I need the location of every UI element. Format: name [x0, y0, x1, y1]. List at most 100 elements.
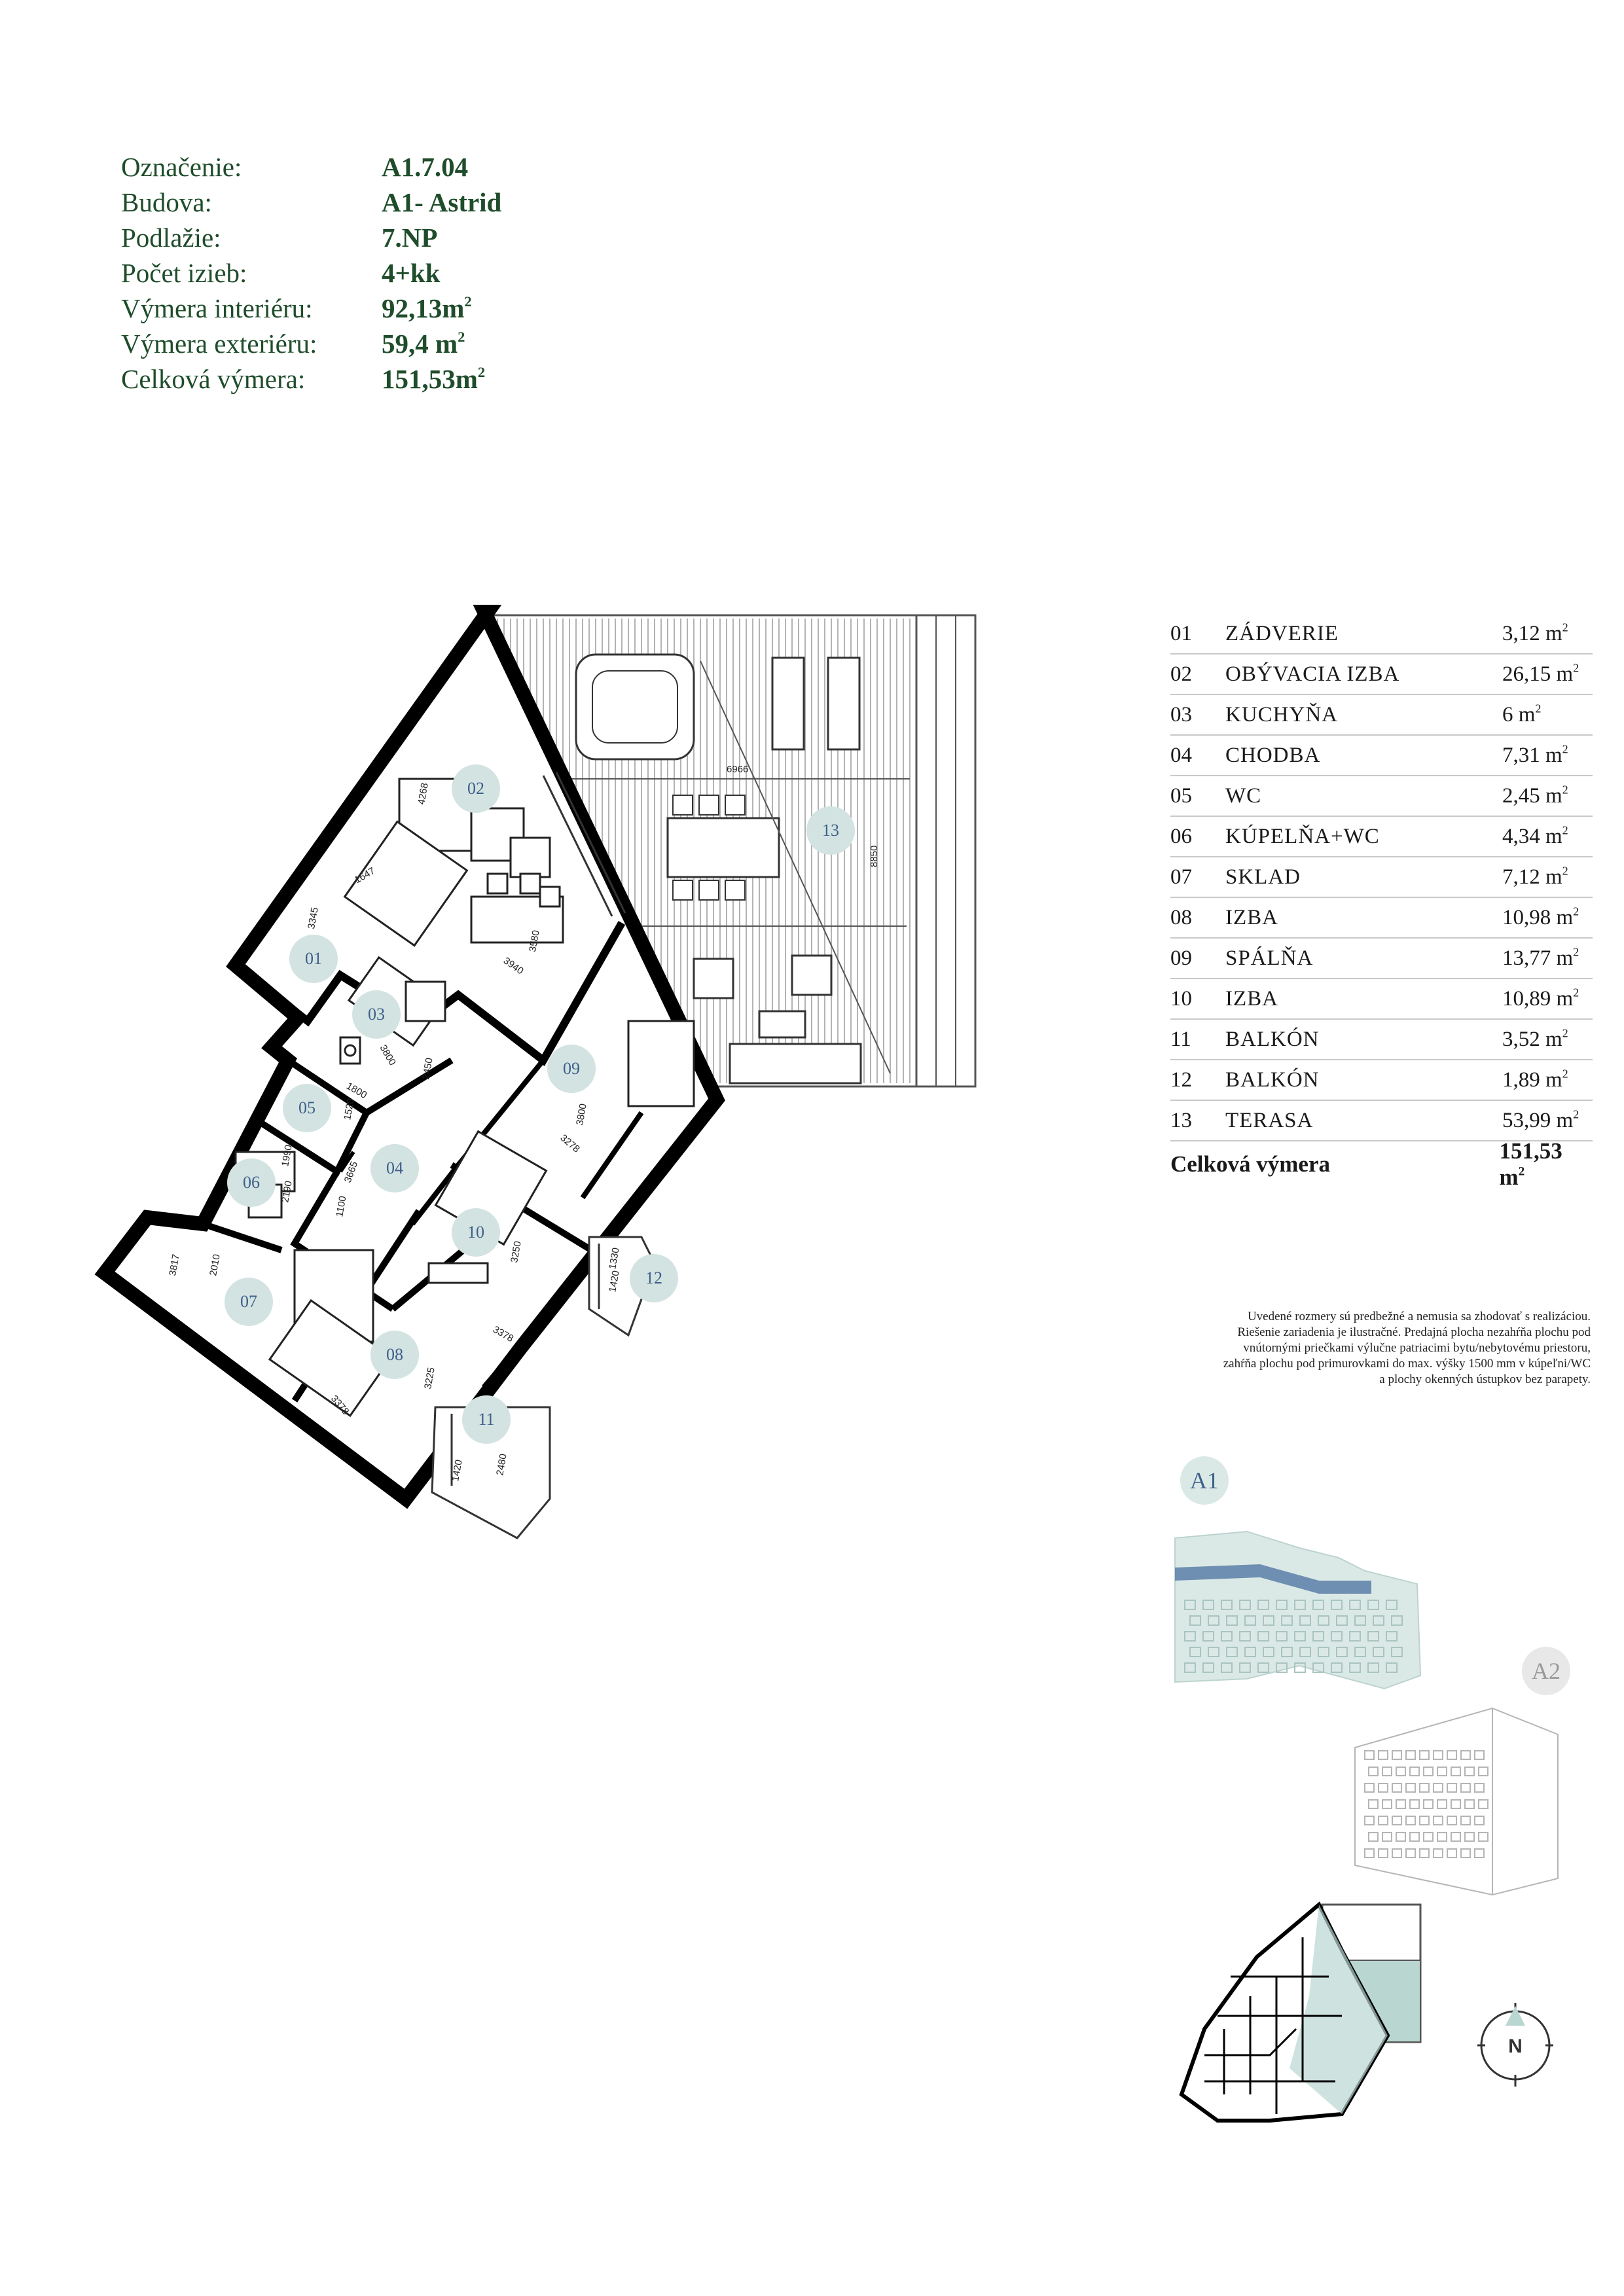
- room-number: 05: [1170, 783, 1192, 808]
- room-number: 01: [1170, 621, 1192, 645]
- total-row: Celková výmera 151,53 m2: [1170, 1138, 1593, 1190]
- room-bubble: 08: [370, 1331, 419, 1379]
- dimension-label: 3250: [509, 1240, 524, 1264]
- info-label: Celková výmera:: [121, 364, 306, 394]
- room-number: 02: [1170, 662, 1192, 686]
- room-area: 3,52 m2: [1502, 1026, 1568, 1051]
- total-value: 151,53 m2: [1499, 1138, 1562, 1190]
- note-line: vnútornými priečkami výlučne patriacimi …: [1243, 1341, 1591, 1355]
- room-bubble: 01: [289, 935, 338, 983]
- room-row: 08 IZBA 10,98 m2: [1170, 898, 1593, 939]
- room-area: 7,12 m2: [1502, 863, 1568, 889]
- room-bubble: 03: [352, 990, 401, 1039]
- room-name: IZBA: [1225, 905, 1278, 929]
- dimension-label: 2190: [280, 1180, 295, 1204]
- room-row: 13 TERASA 53,99 m2: [1170, 1101, 1593, 1141]
- info-value: 4+kk: [382, 258, 441, 288]
- apartment-walls: [94, 605, 725, 1509]
- info-label: Budova:: [121, 187, 212, 217]
- disclaimer-note: Uvedené rozmery sú predbežné a nemusia s…: [1152, 1309, 1591, 1388]
- room-number: 10: [1170, 986, 1192, 1011]
- info-row: Výmera interiéru: 92,13m2: [121, 291, 501, 326]
- room-row: 05 WC 2,45 m2: [1170, 776, 1593, 817]
- note-line: Uvedené rozmery sú predbežné a nemusia s…: [1247, 1310, 1591, 1323]
- room-bubble: 12: [630, 1254, 678, 1302]
- info-label: Počet izieb:: [121, 258, 247, 288]
- room-number: 12: [1170, 1067, 1192, 1092]
- dimension-label: 3225: [422, 1367, 437, 1390]
- info-row: Celková výmera: 151,53m2: [121, 361, 501, 397]
- room-area: 2,45 m2: [1502, 782, 1568, 808]
- room-number: 03: [1170, 702, 1192, 726]
- room-bubble: 07: [225, 1278, 273, 1326]
- info-row: Označenie:A1.7.04: [121, 149, 501, 185]
- room-number: 09: [1170, 946, 1192, 970]
- room-number: 06: [1170, 824, 1192, 848]
- room-number: 13: [1170, 1108, 1192, 1132]
- dimension-label: 2010: [208, 1253, 223, 1277]
- room-row: 07 SKLAD 7,12 m2: [1170, 857, 1593, 898]
- dimension-label: 2450: [420, 1057, 435, 1081]
- building-a1-label: A1: [1180, 1456, 1229, 1505]
- dimension-label: 1100: [334, 1195, 348, 1218]
- info-row: Podlažie:7.NP: [121, 220, 501, 255]
- dimension-label: 3817: [167, 1253, 182, 1277]
- room-name: WC: [1225, 783, 1262, 808]
- room-area: 1,89 m2: [1502, 1066, 1568, 1092]
- room-name: OBÝVACIA IZBA: [1225, 662, 1400, 686]
- room-name: SKLAD: [1225, 865, 1301, 889]
- room-bubble: 11: [462, 1395, 511, 1444]
- info-value: 7.NP: [382, 223, 438, 253]
- room-area: 53,99 m2: [1502, 1107, 1579, 1132]
- building-a2-label: A2: [1522, 1647, 1570, 1695]
- room-number: 08: [1170, 905, 1192, 929]
- dimension-label: 1420: [450, 1459, 465, 1482]
- info-label: Výmera exteriéru:: [121, 329, 317, 359]
- dimension-label: 8850: [869, 846, 880, 867]
- info-value: A1- Astrid: [382, 187, 502, 217]
- room-bubble: 10: [452, 1208, 500, 1257]
- info-row: Počet izieb: 4+kk: [121, 255, 501, 291]
- dimension-label: 1330: [607, 1247, 622, 1270]
- room-name: SPÁLŇA: [1225, 946, 1314, 970]
- dimension-label: 3345: [306, 906, 321, 930]
- room-bubble: 02: [452, 764, 500, 813]
- building-a1-illustration: [1174, 1530, 1422, 1690]
- info-label: Výmera interiéru:: [121, 293, 313, 323]
- dimension-label: 6966: [727, 764, 748, 775]
- note-line: zahŕňa plochu pod primurovkami do max. v…: [1223, 1357, 1591, 1371]
- info-value: 59,4 m2: [382, 329, 465, 359]
- room-bubble: 04: [370, 1144, 419, 1193]
- dimension-label: 3580: [527, 929, 542, 953]
- total-label: Celková výmera: [1170, 1151, 1330, 1177]
- room-name: IZBA: [1225, 986, 1278, 1011]
- room-bubble: 05: [283, 1084, 331, 1132]
- dimension-label: 2480: [494, 1453, 509, 1477]
- room-number: 07: [1170, 865, 1192, 889]
- note-line: a plochy okenných ústupkov bez parapety.: [1379, 1372, 1591, 1386]
- info-value: 151,53m2: [382, 364, 486, 394]
- building-a2-illustration: [1354, 1707, 1559, 1896]
- dimension-label: 3800: [574, 1103, 589, 1126]
- room-area: 7,31 m2: [1502, 742, 1568, 767]
- site-plan-miniature: [1179, 1901, 1422, 2123]
- info-value: 92,13m2: [382, 293, 472, 323]
- compass-letter: N: [1508, 2036, 1523, 2057]
- room-number: 04: [1170, 743, 1192, 767]
- info-label: Označenie:: [121, 152, 242, 182]
- room-area: 10,98 m2: [1502, 904, 1579, 929]
- note-line: Riešenie zariadenia je ilustračné. Preda…: [1237, 1325, 1591, 1339]
- room-name: TERASA: [1225, 1108, 1314, 1132]
- room-name: ZÁDVERIE: [1225, 621, 1339, 645]
